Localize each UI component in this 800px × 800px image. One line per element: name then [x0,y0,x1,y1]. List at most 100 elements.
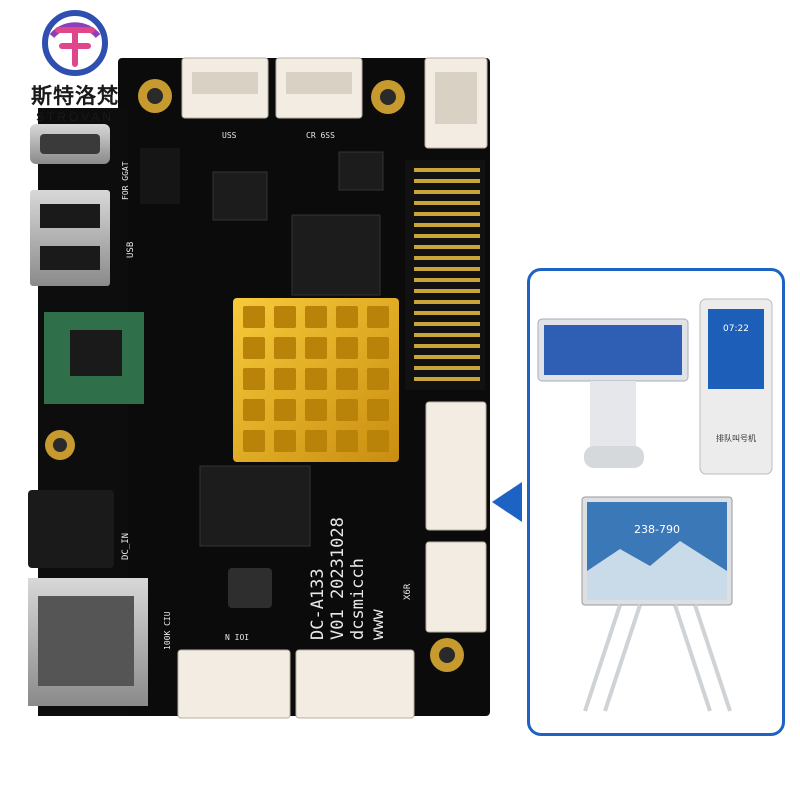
bottom-connectors [177,649,415,719]
heatsink-fin [367,399,389,421]
heatsink-fin [274,368,296,390]
svg-text:100K CIU: 100K CIU [163,611,172,650]
pin-header-block [140,148,180,204]
svg-text:V01 20231028: V01 20231028 [328,517,348,640]
gpio-pin [414,278,454,282]
inductor [228,568,272,608]
gpio-pin [414,322,454,326]
svg-text:N IOI: N IOI [225,633,249,642]
heatsink-fin [274,306,296,328]
heatsink-fin [336,337,358,359]
gpio-pin [440,212,480,216]
smart-display-screen-text: 238-790 [634,523,680,536]
heatsink-fin [305,399,327,421]
gpio-pin [414,201,454,205]
silkscreen-text: DC-A133 V01 20231028 www dcsmicch DC_IN … [121,131,413,650]
heatsink-fin [243,399,265,421]
heatsink-fin [367,430,389,452]
kiosk-terminal [537,318,689,468]
gpio-pin [440,223,480,227]
gpio-pin [440,355,480,359]
heatsink-fin [274,337,296,359]
svg-text:USB: USB [126,242,136,258]
gpio-pin [440,168,480,172]
heatsink-fin [336,430,358,452]
gpio-pin [440,300,480,304]
svg-text:USS: USS [222,131,237,140]
gpio-pin [414,267,454,271]
gpio-pin [414,168,454,172]
svg-text:www: www [368,609,388,640]
gpio-pin [440,366,480,370]
gpio-pin [440,377,480,381]
heatsink-fin [305,368,327,390]
gpio-pin [440,201,480,205]
queue-machine-screen-text: 07:22 [723,324,749,334]
side-connectors [425,401,487,633]
heatsink-fin [243,337,265,359]
heatsink-fin [367,337,389,359]
brand-name-english: STROVAN [35,110,115,124]
usb-ports [30,124,110,286]
gpio-pin [414,223,454,227]
smart-display: 238-790 [581,496,733,712]
gpio-pin [414,377,454,381]
svg-text:DC-A133: DC-A133 [308,568,328,640]
gpio-pin [414,245,454,249]
gpio-pin [440,333,480,337]
gpio-pin [440,322,480,326]
gpio-pin [414,190,454,194]
gpio-pin [414,366,454,370]
gpio-pin [440,234,480,238]
gpio-pin [440,267,480,271]
gpio-pin [414,289,454,293]
heatsink-fin [336,399,358,421]
heatsink-fin [336,306,358,328]
gpio-pin [414,256,454,260]
svg-text:X6R: X6R [403,583,413,600]
gpio-pin [440,179,480,183]
strovan-logo-icon [42,10,108,76]
heatsink-fin [305,306,327,328]
gpio-pin [440,190,480,194]
gpio-pin [414,311,454,315]
gpio-pin [414,179,454,183]
heatsink-fin [243,306,265,328]
gpio-header [405,160,485,390]
gpio-pin [414,300,454,304]
heatsink-fin [305,337,327,359]
gpio-pin [440,289,480,293]
mounting-holes [45,79,464,672]
svg-text:DC_IN: DC_IN [121,533,131,560]
gpio-pin [440,311,480,315]
gpio-pin [414,234,454,238]
callout-pointer [492,482,522,522]
queue-machine-label: 排队叫号机 [716,433,756,443]
svg-text:dcsmicch: dcsmicch [348,558,368,640]
gpio-pin [440,245,480,249]
queue-machine: 07:22 排队叫号机 [699,298,773,475]
gpio-pin [440,344,480,348]
gpio-pin [440,278,480,282]
svg-text:FOR GGAT: FOR GGAT [121,161,130,200]
applications-panel: 07:22 排队叫号机 238-790 [527,268,785,736]
heatsink-fin [336,368,358,390]
heatsink-fin [274,399,296,421]
svg-text:CR 6SS: CR 6SS [306,131,335,140]
ic-chips [199,151,384,547]
heatsink-fin [243,430,265,452]
gpio-pin [414,212,454,216]
dc-jack [28,490,114,568]
heatsink-fin [305,430,327,452]
gpio-pin [440,256,480,260]
heatsink-fin [243,368,265,390]
brand-name-chinese: 斯特洛梵 [31,84,119,108]
heatsink-fin [367,368,389,390]
gpio-pin [414,344,454,348]
brand-logo: 斯特洛梵 STROVAN [20,8,130,128]
heatsink-fin [367,306,389,328]
gpio-pin [414,333,454,337]
heatsink-fin [274,430,296,452]
ethernet-jack [28,578,148,706]
